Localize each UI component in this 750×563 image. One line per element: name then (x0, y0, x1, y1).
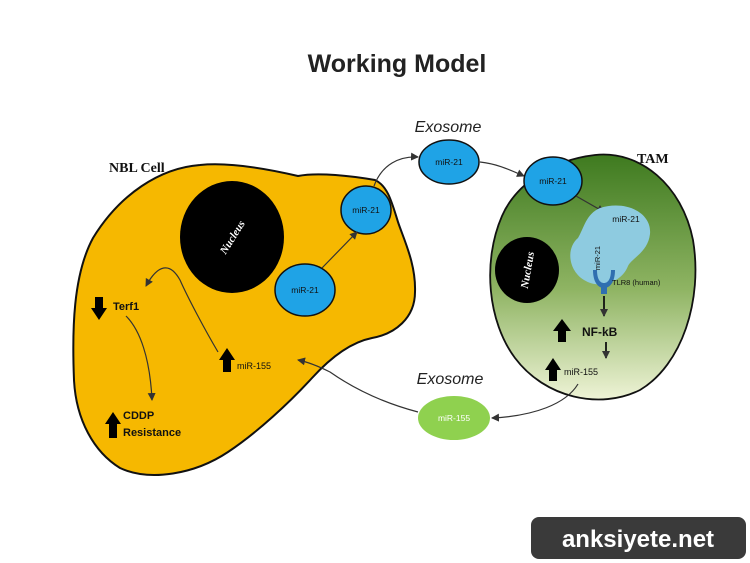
nbl-cell-body (72, 163, 417, 476)
terf1-down-arrow-icon (91, 297, 107, 320)
nbl-mir155-up-arrow-icon (219, 348, 235, 372)
tam-mir155-label: miR-155 (564, 367, 598, 377)
tam-mir21-label: miR-21 (539, 176, 567, 186)
exosome-bottom-mir155 (418, 396, 490, 440)
diagram-title: Working Model (308, 50, 487, 78)
tam-mir155-up-arrow-icon (545, 358, 561, 381)
tam-mir21-exosome (523, 156, 583, 206)
tam-nucleus (495, 237, 559, 303)
arrow-exosome-to-tam (479, 161, 525, 177)
exosome-top-label: Exosome (415, 119, 482, 136)
tam-label: TAM (637, 152, 669, 167)
tam-endosome-mir21-label: miR-21 (612, 214, 640, 224)
tlr8-receptor (593, 270, 615, 288)
nbl-mir21-exosome (274, 263, 336, 317)
tam-endosome (570, 205, 651, 285)
arrow-tam-mir155-to-exosome (491, 383, 579, 422)
watermark-text: anksiyete.net (562, 526, 714, 553)
terf1-label: Terf1 (113, 301, 139, 313)
cddp-label-line2: Resistance (123, 427, 181, 439)
arrow-exosome-to-nbl-mir155 (297, 357, 419, 413)
watermark-badge (531, 517, 746, 559)
arrow-budding-to-exosome (373, 152, 419, 187)
budding-mir21-label: miR-21 (352, 205, 380, 215)
nbl-cell-label: NBL Cell (109, 161, 165, 176)
nbl-nucleus (180, 181, 284, 293)
nbl-mir21-label: miR-21 (291, 285, 319, 295)
nbl-mir155-label: miR-155 (237, 361, 271, 371)
arrow-terf1-to-cddp (125, 315, 156, 401)
exosome-top-mir21 (418, 139, 480, 185)
arrow-mir155-to-terf1 (145, 267, 219, 353)
tlr8-label: TLR8 (human) (612, 278, 661, 287)
cddp-label-line1: CDDP (123, 410, 154, 422)
tam-bound-mir21-label: miR-21 (593, 246, 602, 270)
exosome-bottom-label: Exosome (417, 371, 484, 388)
cddp-up-arrow-icon (105, 412, 121, 438)
nfkb-up-arrow-icon (553, 319, 571, 342)
exosome-bottom-mir155-label: miR-155 (438, 413, 470, 423)
exosome-top-mir21-label: miR-21 (435, 157, 463, 167)
nfkb-label: NF-kB (582, 325, 618, 339)
budding-mir21-exosome (340, 185, 392, 235)
arrow-mir21-to-budding (321, 231, 358, 269)
tlr8-receptor-stem (601, 286, 607, 294)
